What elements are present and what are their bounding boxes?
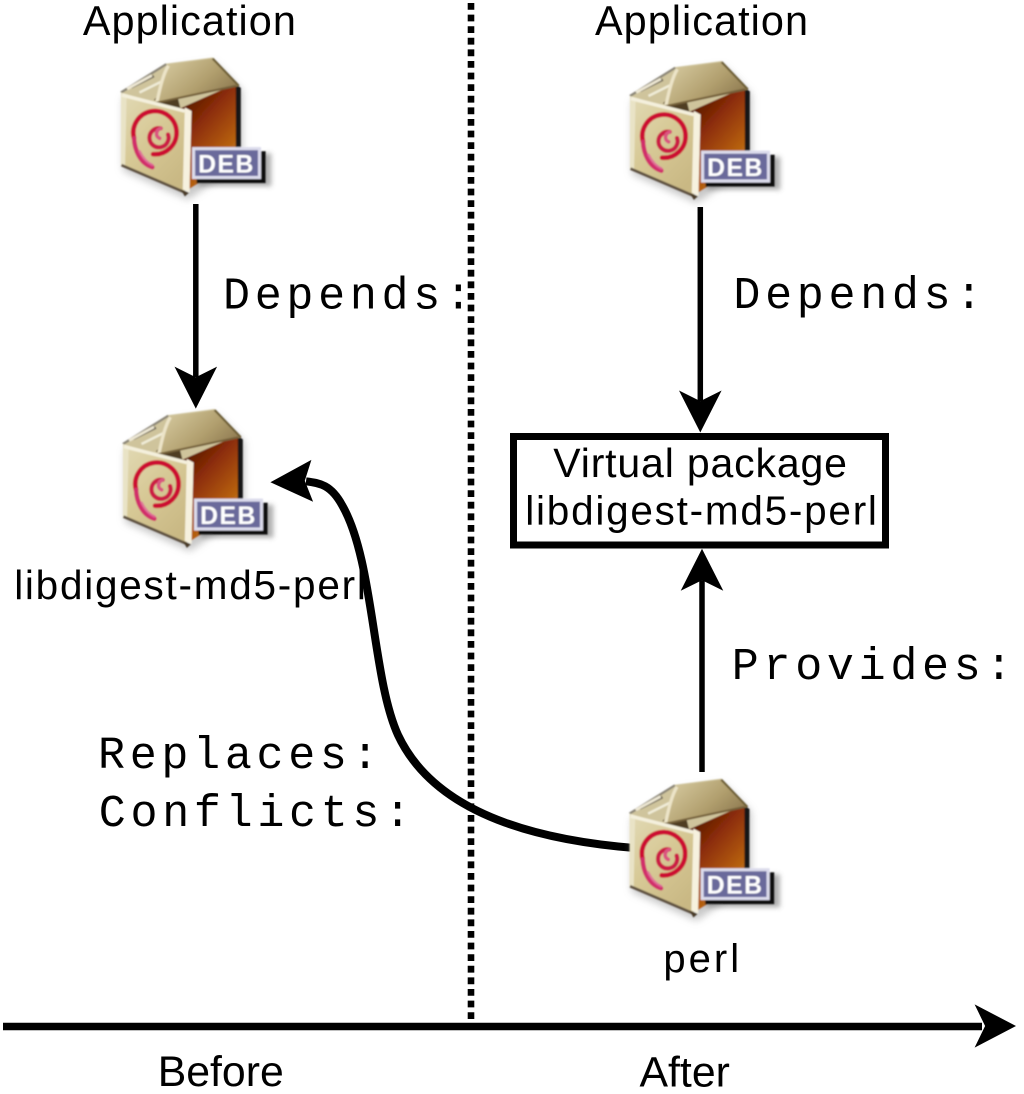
svg-text:perl: perl [663, 937, 742, 981]
svg-text:Before: Before [158, 1048, 284, 1094]
svg-text:Depends:: Depends: [733, 271, 987, 322]
svg-text:Replaces:: Replaces: [98, 731, 383, 782]
svg-text:After: After [640, 1049, 730, 1094]
svg-text:Application: Application [595, 0, 809, 44]
svg-text:Application: Application [83, 0, 297, 44]
svg-text:Virtual package: Virtual package [553, 440, 847, 486]
svg-text:Provides:: Provides: [732, 642, 1017, 693]
svg-text:libdigest-md5-perl: libdigest-md5-perl [14, 562, 367, 608]
svg-text:Depends:: Depends: [223, 271, 477, 322]
svg-text:libdigest-md5-perl: libdigest-md5-perl [525, 487, 878, 533]
svg-text:Conflicts:: Conflicts: [99, 789, 416, 840]
